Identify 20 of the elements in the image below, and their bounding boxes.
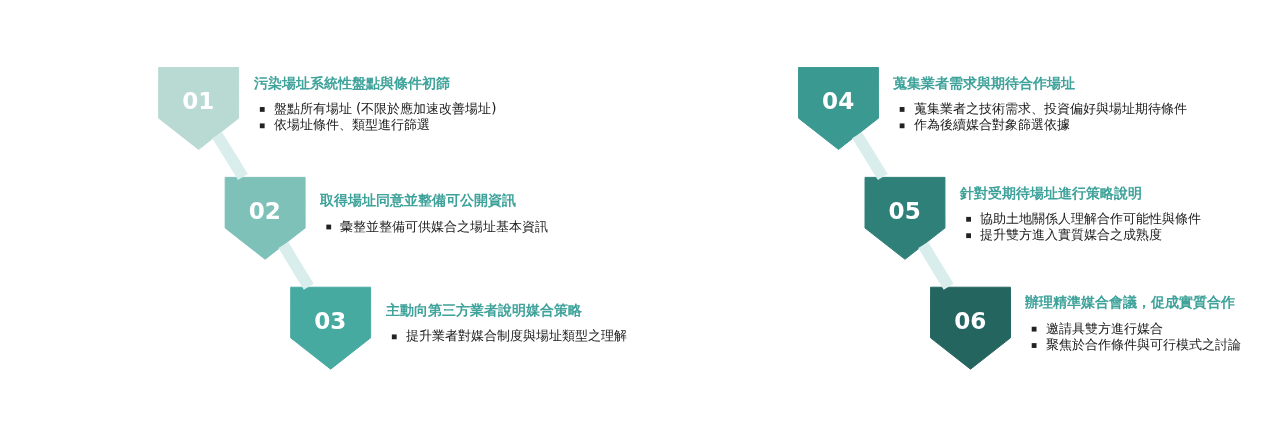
node-label: 辦理精準媒合會議，促成實質合作 [1025,293,1236,310]
node-label: 取得場址同意並整備可公開資訊 [320,191,517,208]
connector [852,131,888,180]
node-label: 針對受期待場址進行策略說明 [959,184,1142,201]
node-label: 邀請具雙方進行媒合 [1045,319,1163,336]
node-label: 聚焦於合作條件與可行模式之討論 [1045,335,1241,352]
connector [212,131,248,180]
connector [918,241,954,290]
node-label: 主動向第三方業者說明媒合策略 [385,301,582,318]
node-label: 污染場址系統性盤點與條件初篩 [253,74,450,91]
connector [278,241,314,290]
node-label: 彙整並整備可供媒合之場址基本資訊 [340,217,549,234]
node-label: 提升雙方進入實質媒合之成熟度 [980,225,1163,242]
node-label: 依場址條件、類型進行篩選 [273,115,430,132]
node-label: 作為後續媒合對象篩選依據 [913,115,1070,132]
node-label: 盤點所有場址 (不限於應加速改善場址) [273,99,497,116]
node-label: 協助土地關係人理解合作可能性與條件 [980,209,1202,226]
node-label: 提升業者對媒合制度與場址類型之理解 [405,326,627,343]
node-label: 蒐集業者之技術需求、投資偏好與場址期待條件 [913,99,1187,116]
node-label: 蒐集業者需求與期待合作場址 [893,74,1076,91]
